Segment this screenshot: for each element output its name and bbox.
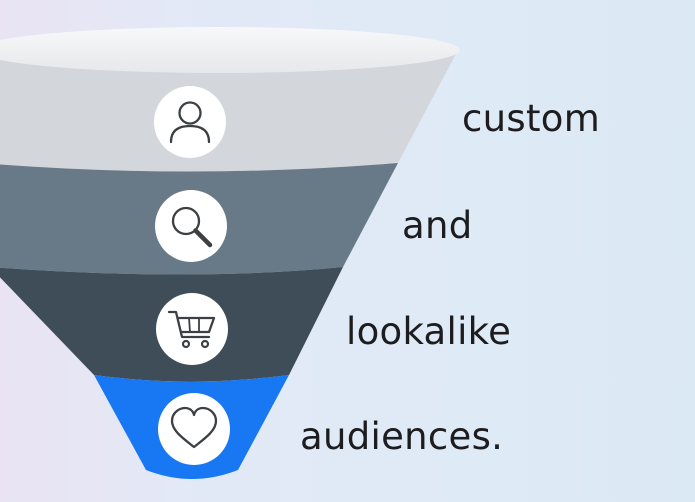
- shopping-cart-icon: [156, 293, 228, 365]
- magnifier-icon: [155, 190, 227, 262]
- stage-word-custom: custom: [462, 97, 601, 140]
- heart-icon: [158, 393, 230, 465]
- person-icon: [154, 86, 226, 158]
- stage-word-audiences: audiences.: [300, 415, 504, 458]
- funnel-stage-1: [0, 50, 458, 172]
- stage-word-and: and: [402, 204, 473, 247]
- funnel-rim: [0, 27, 460, 73]
- stage-word-lookalike: lookalike: [346, 310, 512, 353]
